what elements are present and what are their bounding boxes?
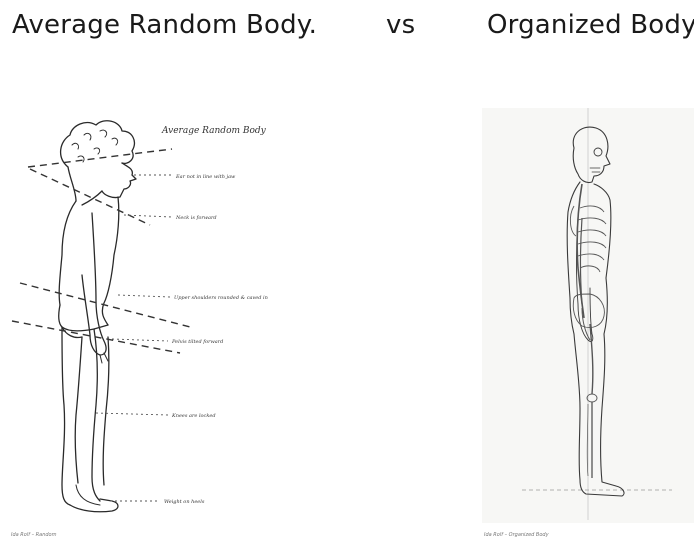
annotation-feet: Weight on heels xyxy=(164,499,205,505)
annotation-neck: Neck is forward xyxy=(175,215,217,221)
left-title: Average Random Body. xyxy=(12,10,317,40)
vs-label: vs xyxy=(386,10,415,40)
organized-body-drawing xyxy=(482,108,694,523)
annotation-shoulders: Upper shoulders rounded & caved in xyxy=(174,295,268,301)
random-body-drawing: Average Random Body Ear not in line with… xyxy=(0,105,330,535)
left-caption: Ida Rolf – Random xyxy=(11,532,56,538)
annotation-pelvis: Pelvis tilted forward xyxy=(171,339,223,345)
random-body-heading: Average Random Body xyxy=(161,126,267,136)
annotation-knees: Knees are locked xyxy=(171,413,216,419)
organized-body-illustration xyxy=(482,108,694,523)
annotation-ear: Ear not in line with jaw xyxy=(175,174,236,180)
right-caption: Ida Rolf – Organized Body xyxy=(484,532,549,538)
random-body-illustration: Average Random Body Ear not in line with… xyxy=(0,105,330,535)
right-title: Organized Body xyxy=(487,10,694,40)
